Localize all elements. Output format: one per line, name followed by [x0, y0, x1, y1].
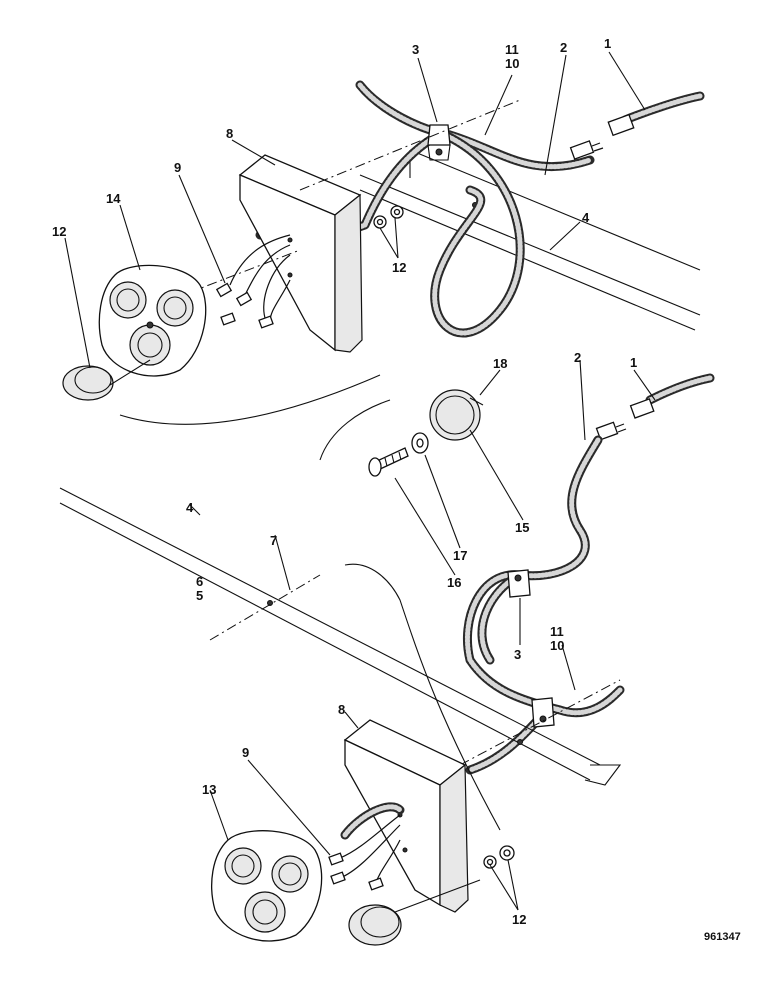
callout-2-middle: 2 [574, 350, 581, 365]
callout-9-bottom: 9 [242, 745, 249, 760]
drawing-number: 961347 [704, 931, 741, 943]
callout-2-top: 2 [560, 40, 567, 55]
cable-clip-top [427, 124, 451, 161]
callout-1-middle: 1 [630, 355, 637, 370]
callout-18: 18 [493, 356, 507, 371]
lamp-wires-bottom [328, 802, 405, 891]
callout-14-top: 14 [106, 191, 121, 206]
separator-curve-1 [119, 374, 381, 425]
callout-1-top: 1 [604, 36, 611, 51]
cable-clip-bottom [531, 697, 555, 728]
round-reflector [429, 389, 484, 441]
callout-7: 7 [270, 533, 277, 548]
chassis-bar-bottom [59, 487, 622, 786]
callout-9-top: 9 [174, 160, 181, 175]
callout-4-bottom: 4 [186, 500, 194, 515]
cable-1-middle [595, 373, 715, 441]
nuts-top [373, 205, 404, 229]
lamp-bracket-top [238, 154, 363, 353]
callout-3-bottom: 3 [514, 647, 521, 662]
callout-12-top-lens: 12 [52, 224, 66, 239]
callout-4-top: 4 [582, 210, 590, 225]
callout-11-top: 11 [505, 42, 519, 57]
chassis-bar-top [359, 149, 701, 331]
cable-1-top [569, 91, 705, 160]
callout-16: 16 [447, 575, 461, 590]
callout-12-bottom: 12 [512, 912, 526, 927]
middle-parts [368, 373, 715, 775]
nuts-bottom [483, 845, 515, 869]
separator-curve-3 [344, 563, 501, 831]
callout-10-top: 10 [505, 56, 519, 71]
top-assembly [62, 80, 705, 461]
callout-11-bottom: 11 [550, 624, 564, 639]
callout-13: 13 [202, 782, 216, 797]
bolt [368, 447, 409, 477]
lamp-wires-top [215, 234, 291, 329]
rear-lamp-top [98, 264, 207, 377]
callout-17: 17 [453, 548, 467, 563]
separator-curve-2 [319, 399, 391, 461]
callout-8-top: 8 [226, 126, 233, 141]
leader-lines [64, 51, 656, 911]
callout-12-top-nuts: 12 [392, 260, 406, 275]
lamp-bracket-bottom [343, 719, 469, 913]
callout-8-bottom: 8 [338, 702, 345, 717]
callout-labels: 1 2 3 11 10 8 9 14 12 4 12 1 2 18 15 17 … [52, 36, 741, 943]
washer [411, 432, 429, 454]
reflector-top [62, 359, 151, 401]
reflector-bottom [348, 879, 481, 946]
bottom-assembly [59, 487, 622, 946]
callout-15: 15 [515, 520, 529, 535]
rear-lamp-bottom [211, 830, 323, 942]
callout-6: 6 [196, 574, 203, 589]
callout-10-bottom: 10 [550, 638, 564, 653]
cable-clip-middle [507, 569, 531, 598]
callout-3-top: 3 [412, 42, 419, 57]
axis-line-bottom [209, 574, 321, 641]
callout-5: 5 [196, 588, 203, 603]
